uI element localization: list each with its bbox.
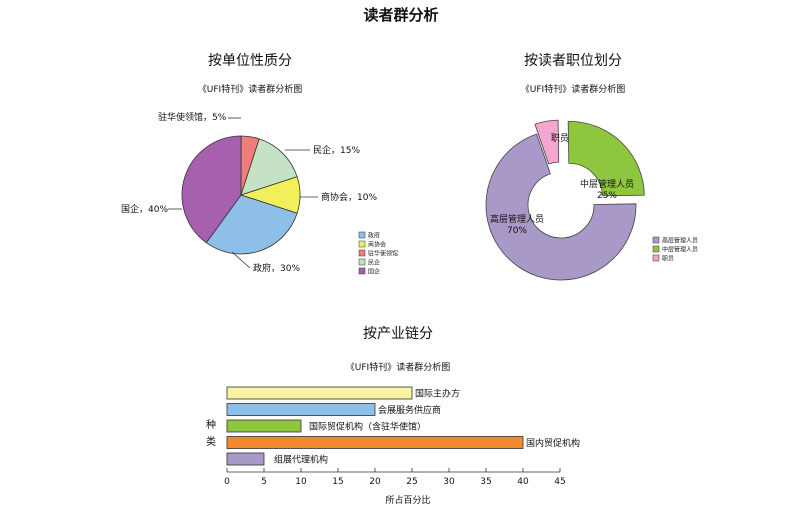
bar-x-tick-label-2: 10 xyxy=(295,477,307,487)
pie2-legend-swatch-0 xyxy=(652,236,660,244)
bar-x-tick-label-1: 5 xyxy=(261,477,267,487)
bar-3 xyxy=(226,436,524,449)
pie2-slice-0 xyxy=(485,133,637,281)
section-title-unit: 按单位性质分 xyxy=(208,53,292,69)
pie2-legend-swatch-1 xyxy=(652,245,660,253)
bar-label-1: 会展服务供应商 xyxy=(378,404,441,416)
pie2-slice-1 xyxy=(567,120,645,197)
pie1-label-1: 商协会，10% xyxy=(321,191,377,203)
pie2-label-0-1: 70% xyxy=(507,226,527,236)
bar-4 xyxy=(226,452,265,466)
page-title: 读者群分析 xyxy=(363,6,439,24)
bar-x-tick-label-0: 0 xyxy=(224,477,230,487)
pie1-legend-swatch-3 xyxy=(358,258,366,266)
pie1-label-3: 民企，15% xyxy=(313,144,360,156)
pie2-legend-label-1: 中层管理人员 xyxy=(662,246,698,254)
chart-subtitle-position: 《UFI特刊》读者群分析图 xyxy=(520,85,626,95)
bar-0 xyxy=(226,386,413,400)
pie1-legend-label-2: 驻华使领馆 xyxy=(368,250,398,258)
bar-x-tick-label-7: 35 xyxy=(480,477,491,487)
bar-label-2: 国际贸促机构（含驻华使馆） xyxy=(309,421,426,433)
bar-x-tick-label-6: 30 xyxy=(443,477,455,487)
bar-2 xyxy=(226,419,302,433)
bar-y-label-1: 类 xyxy=(206,435,216,448)
pie1-legend-swatch-4 xyxy=(358,267,366,275)
pie2-label-2-0: 职员5% xyxy=(551,133,584,144)
pie1-legend-label-0: 政府 xyxy=(368,232,380,240)
bar-x-tick-label-8: 40 xyxy=(517,477,529,487)
pie2-legend-swatch-2 xyxy=(652,254,660,262)
bar-x-tick-label-4: 20 xyxy=(369,477,381,487)
pie1-legend-swatch-2 xyxy=(358,249,366,257)
pie1-legend-swatch-0 xyxy=(358,231,366,239)
pie2-label-0-0: 高层管理人员 xyxy=(490,213,544,225)
pie1-label-4: 国企，40% xyxy=(121,203,168,215)
pie2-slice-2 xyxy=(534,119,560,165)
pie1-legend-label-4: 国企 xyxy=(368,268,380,276)
bar-1 xyxy=(226,403,376,416)
pie2-legend-label-2: 职员 xyxy=(662,256,674,263)
bar-y-label-0: 种 xyxy=(206,418,216,431)
chart-subtitle-industry: 《UFI特刊》读者群分析图 xyxy=(345,363,451,373)
bar-x-tick-label-3: 15 xyxy=(332,477,343,487)
chart-subtitle-unit: 《UFI特刊》读者群分析图 xyxy=(197,85,303,95)
section-title-industry: 按产业链分 xyxy=(363,326,433,342)
bar-x-label: 所占百分比 xyxy=(385,494,430,506)
pie1-leader-0 xyxy=(231,251,251,269)
pie1-slice-4 xyxy=(181,135,242,244)
pie1-slice-0 xyxy=(205,194,298,255)
pie1-legend-label-3: 民企 xyxy=(368,259,380,267)
pie2-label-1-1: 25% xyxy=(597,191,617,201)
pie1-label-0: 政府，30% xyxy=(253,262,300,274)
bar-label-0: 国际主办方 xyxy=(415,388,460,400)
pie1-legend-swatch-1 xyxy=(358,240,366,248)
bar-label-4: 组展代理机构 xyxy=(274,454,328,466)
section-title-position: 按读者职位划分 xyxy=(524,53,622,69)
bar-label-3: 国内贸促机构 xyxy=(526,437,580,449)
pie1-legend-label-1: 商协会 xyxy=(368,241,386,249)
bar-x-tick-label-5: 25 xyxy=(406,477,417,487)
bar-x-tick-label-9: 45 xyxy=(554,477,565,487)
pie2-legend-label-0: 高层管理人员 xyxy=(662,237,698,245)
pie1-label-2: 驻华使领馆，5% xyxy=(158,111,227,123)
pie2-label-1-0: 中层管理人员 xyxy=(580,178,634,190)
